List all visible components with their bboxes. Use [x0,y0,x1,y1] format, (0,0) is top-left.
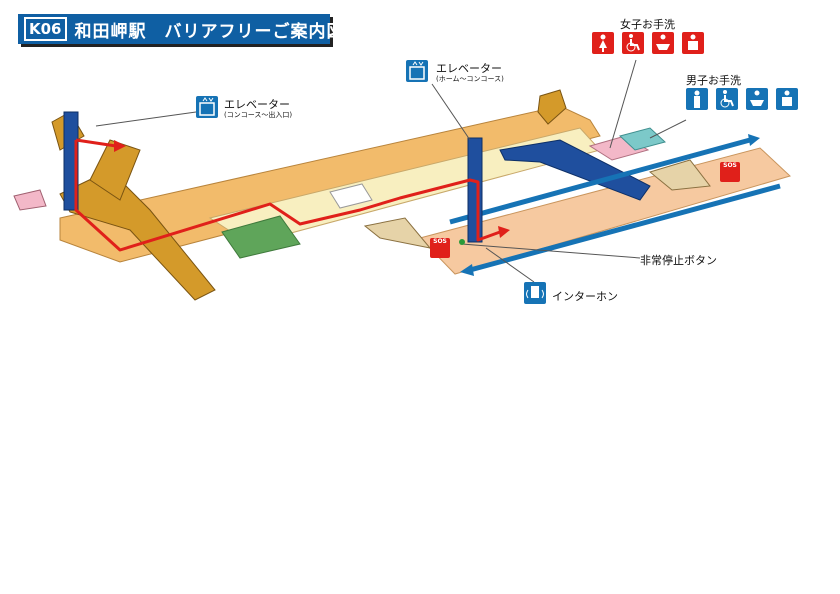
sos-text: SOS [723,162,737,169]
elevator-icon [406,60,428,82]
stair-platform-right [648,159,711,191]
ostomate-icon [682,32,704,54]
concourse-opening [329,183,373,209]
leader-men [649,119,687,139]
accessible-route [74,140,501,252]
emergency-stop-label: 非常停止ボタン [640,254,717,267]
leader-women [609,59,637,149]
mens-restroom-label: 男子お手洗 [686,74,741,87]
sos-text: SOS [433,238,447,245]
station-name: 和田岬駅 [74,21,147,42]
route-arrow-platform [498,226,510,238]
track-lower [469,183,781,273]
track-upper [449,137,751,225]
stair-exit-mid [89,139,141,201]
intercom-label: インターホン [552,290,618,303]
elevator-sub-right: (ホーム～コンコース) [436,75,504,83]
map-subtitle: バリアフリーご案内図 [164,21,345,42]
ostomate-icon [776,88,798,110]
escalator [499,139,651,201]
baby-changing-icon [652,32,674,54]
stair-platform-left [363,217,432,249]
leader-intercom [485,247,535,283]
route-arrow-exit [114,140,126,152]
elevator-label-left: エレベーター [224,98,290,111]
mens-restroom-area [618,127,667,151]
sos-button-icon: SOS [430,238,450,258]
green-area [221,215,301,259]
stair-top [537,89,567,125]
baby-changing-icon [746,88,768,110]
intercom-point [459,239,465,245]
exit-pink-pad [13,189,47,211]
women-icon [592,32,614,54]
leader-elevator-left [95,111,197,127]
leader-emergency [461,243,641,259]
route-exit-branch [75,138,117,148]
elevator-shaft-right [467,137,483,243]
womens-restroom-label: 女子お手洗 [620,18,675,31]
sos-button-icon: SOS [720,162,740,182]
track-lower-arrow [460,264,474,276]
wheelchair-icon [716,88,738,110]
elevator-sub-left: (コンコース～出入口) [224,111,293,119]
elevator-icon [196,96,218,118]
title-bar: K06 和田岬駅 バリアフリーご案内図 [18,14,344,44]
intercom-icon [524,282,546,304]
elevator-label-right: エレベーター [436,62,502,75]
page-title: 和田岬駅 バリアフリーご案内図 [75,17,345,42]
men-icon [686,88,708,110]
track-upper-arrow [748,134,760,146]
wheelchair-icon [622,32,644,54]
station-code: K06 [24,17,67,41]
leader-elevator-right [431,83,471,141]
